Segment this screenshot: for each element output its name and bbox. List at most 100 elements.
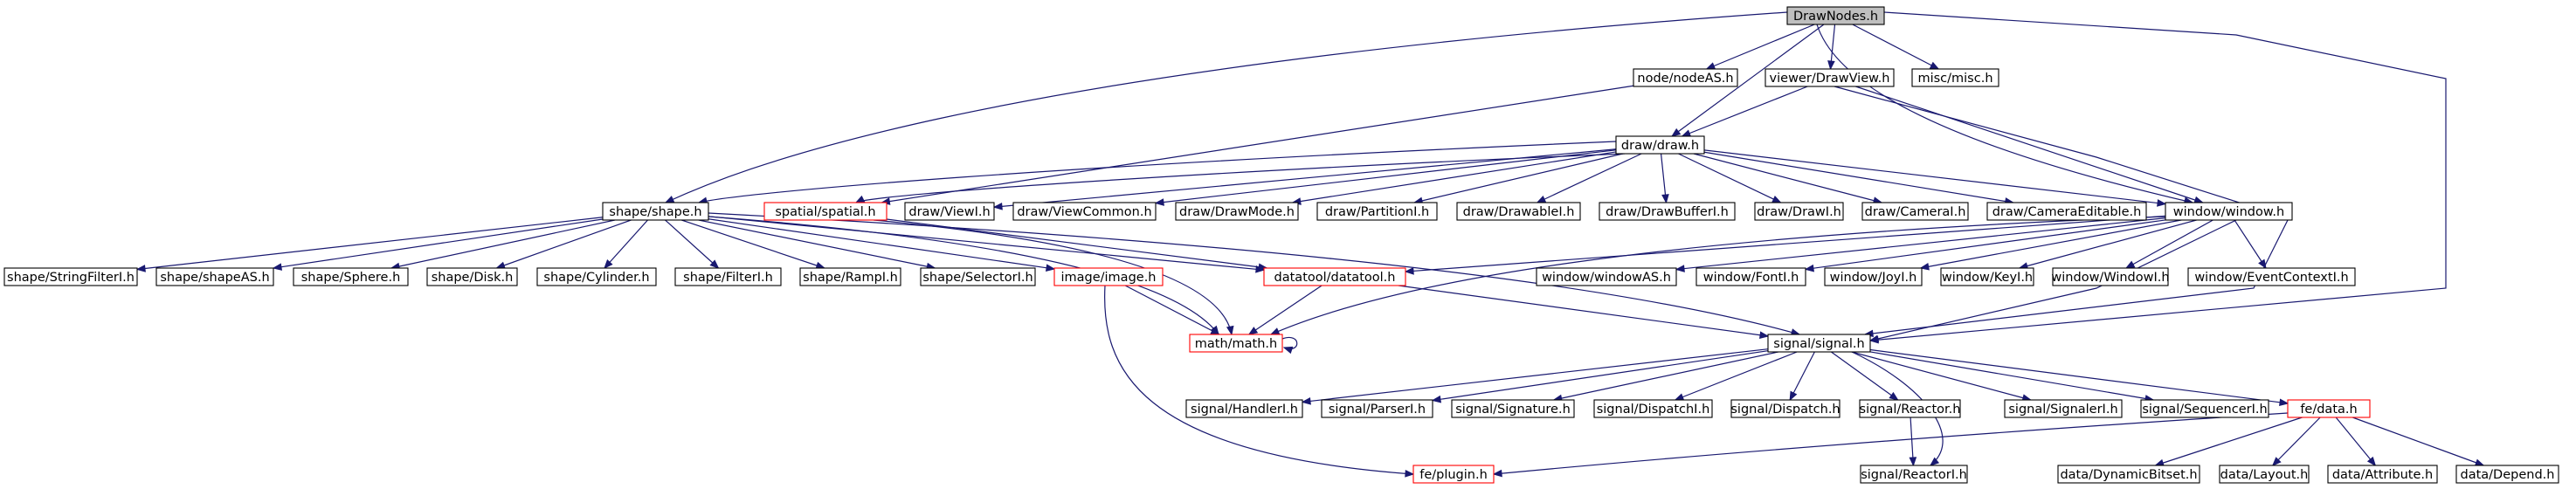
node-label: shape/Cylinder.h [543, 271, 649, 285]
node-signature[interactable]: signal/Signature.h [1451, 399, 1575, 418]
node-signal[interactable]: signal/signal.h [1767, 334, 1871, 353]
edge-drawview-to-window [1855, 86, 2204, 204]
node-keyi[interactable]: window/KeyI.h [1940, 267, 2034, 286]
edge-datatool-to-math [1247, 285, 1323, 335]
node-sphere[interactable]: shape/Sphere.h [293, 267, 409, 286]
node-drawablei[interactable]: draw/DrawableI.h [1456, 202, 1581, 221]
node-label: data/Attribute.h [2332, 468, 2433, 482]
node-draw[interactable]: draw/draw.h [1615, 135, 1705, 155]
edge-window-to-math [1269, 216, 2166, 335]
node-label: window/WindowI.h [2051, 271, 2169, 285]
node-window[interactable]: window/window.h [2165, 202, 2293, 221]
node-label: signal/signal.h [1773, 337, 1864, 351]
node-drawbufferi[interactable]: draw/DrawBufferI.h [1599, 202, 1736, 221]
node-label: datatool/datatool.h [1274, 271, 1396, 285]
node-sequenceri[interactable]: signal/SequencerI.h [2140, 399, 2269, 418]
edge-draw-to-shape [697, 141, 1617, 205]
node-image[interactable]: image/image.h [1053, 267, 1164, 286]
node-label: shape/Disk.h [432, 271, 514, 285]
node-box [1986, 202, 2147, 221]
node-box [2140, 399, 2269, 418]
node-spatial[interactable]: spatial/spatial.h [763, 202, 887, 221]
node-drawmode[interactable]: draw/DrawMode.h [1175, 202, 1299, 221]
node-filteri[interactable]: shape/FilterI.h [674, 267, 782, 286]
node-viewcommon[interactable]: draw/ViewCommon.h [1012, 202, 1157, 221]
node-reactori[interactable]: signal/ReactorI.h [1860, 465, 1968, 484]
node-reactor[interactable]: signal/Reactor.h [1859, 399, 1961, 418]
node-label: fe/plugin.h [1419, 468, 1488, 482]
node-label: signal/ReactorI.h [1861, 468, 1967, 482]
node-box [1860, 465, 1968, 484]
node-box [1012, 202, 1157, 221]
node-plugin[interactable]: fe/plugin.h [1412, 465, 1495, 484]
node-cameraeditable[interactable]: draw/CameraEditable.h [1986, 202, 2147, 221]
node-joyi[interactable]: window/JoyI.h [1824, 267, 1923, 286]
node-shape[interactable]: shape/shape.h [602, 202, 709, 221]
node-disk[interactable]: shape/Disk.h [426, 267, 518, 286]
node-rampi[interactable]: shape/RampI.h [799, 267, 901, 286]
node-box [1456, 202, 1581, 221]
node-box [1633, 68, 1738, 87]
node-windowas[interactable]: window/windowAS.h [1536, 267, 1677, 286]
node-misc[interactable]: misc/misc.h [1911, 68, 1999, 87]
node-attribute[interactable]: data/Attribute.h [2327, 465, 2438, 484]
node-label: viewer/DrawView.h [1770, 72, 1890, 86]
node-box [674, 267, 782, 286]
node-label: signal/DispatchI.h [1597, 403, 1710, 417]
edge-drawnodes-to-window [1816, 24, 2194, 205]
node-box [1730, 399, 1840, 418]
node-box [1940, 267, 2034, 286]
node-box [1911, 68, 1999, 87]
node-fedata[interactable]: fe/data.h [2287, 399, 2371, 418]
node-box [3, 267, 138, 286]
node-label: window/EventContextI.h [2194, 271, 2348, 285]
node-camerai[interactable]: draw/CameraI.h [1861, 202, 1969, 221]
node-dynamicbitset[interactable]: data/DynamicBitset.h [2057, 465, 2200, 484]
edge-image-to-math [1124, 285, 1220, 335]
node-dispatchi[interactable]: signal/DispatchI.h [1593, 399, 1713, 418]
node-label: shape/shapeAS.h [160, 271, 269, 285]
node-label: draw/CameraI.h [1865, 205, 1966, 219]
node-eventcontexti[interactable]: window/EventContextI.h [2187, 267, 2356, 286]
edge-drawview-to-draw [1681, 86, 1808, 137]
node-math[interactable]: math/math.h [1189, 334, 1283, 353]
edge-draw-to-drawmode [1291, 151, 1617, 205]
node-label: draw/ViewCommon.h [1017, 205, 1151, 219]
edge-draw-to-camerai [1693, 153, 1883, 204]
edges-layer [135, 11, 2485, 478]
edge-draw-to-drawi [1678, 153, 1782, 203]
node-viewi[interactable]: draw/ViewI.h [904, 202, 995, 221]
node-shapeas[interactable]: shape/shapeAS.h [155, 267, 274, 286]
node-selectori[interactable]: shape/SelectorI.h [920, 267, 1036, 286]
edge-signal-to-dispatchi [1674, 351, 1798, 401]
node-fonti[interactable]: window/FontI.h [1695, 267, 1806, 286]
node-drawview[interactable]: viewer/DrawView.h [1765, 68, 1895, 87]
node-stringfilteri[interactable]: shape/StringFilterI.h [3, 267, 138, 286]
node-box [1175, 202, 1299, 221]
node-handleri[interactable]: signal/HandlerI.h [1185, 399, 1303, 418]
node-nodeas[interactable]: node/nodeAS.h [1633, 68, 1738, 87]
node-box [2287, 399, 2371, 418]
edge-shape-to-shapeas [272, 218, 604, 271]
node-label: shape/Sphere.h [301, 271, 401, 285]
edge-drawnodes-to-nodeas [1705, 24, 1815, 70]
edge-fedata-to-plugin [1492, 412, 2289, 478]
node-depend[interactable]: data/Depend.h [2455, 465, 2559, 484]
node-box [1786, 6, 1885, 25]
node-parseri[interactable]: signal/ParserI.h [1321, 399, 1433, 418]
node-label: signal/Reactor.h [1860, 403, 1961, 417]
node-partitioni[interactable]: draw/PartitionI.h [1316, 202, 1438, 221]
edge-signal-to-parseri [1431, 350, 1769, 403]
node-datatool[interactable]: datatool/datatool.h [1263, 267, 1406, 286]
node-box [1824, 267, 1923, 286]
node-dispatch[interactable]: signal/Dispatch.h [1730, 399, 1840, 418]
node-drawi[interactable]: draw/DrawI.h [1754, 202, 1844, 221]
node-label: draw/CameraEditable.h [1992, 205, 2142, 219]
node-signaleri[interactable]: signal/SignalerI.h [2004, 399, 2123, 418]
node-box [1695, 267, 1806, 286]
node-layout[interactable]: data/Layout.h [2219, 465, 2310, 484]
node-label: draw/DrawBufferI.h [1606, 205, 1729, 219]
node-windowi[interactable]: window/WindowI.h [2051, 267, 2170, 286]
node-cylinder[interactable]: shape/Cylinder.h [536, 267, 657, 286]
